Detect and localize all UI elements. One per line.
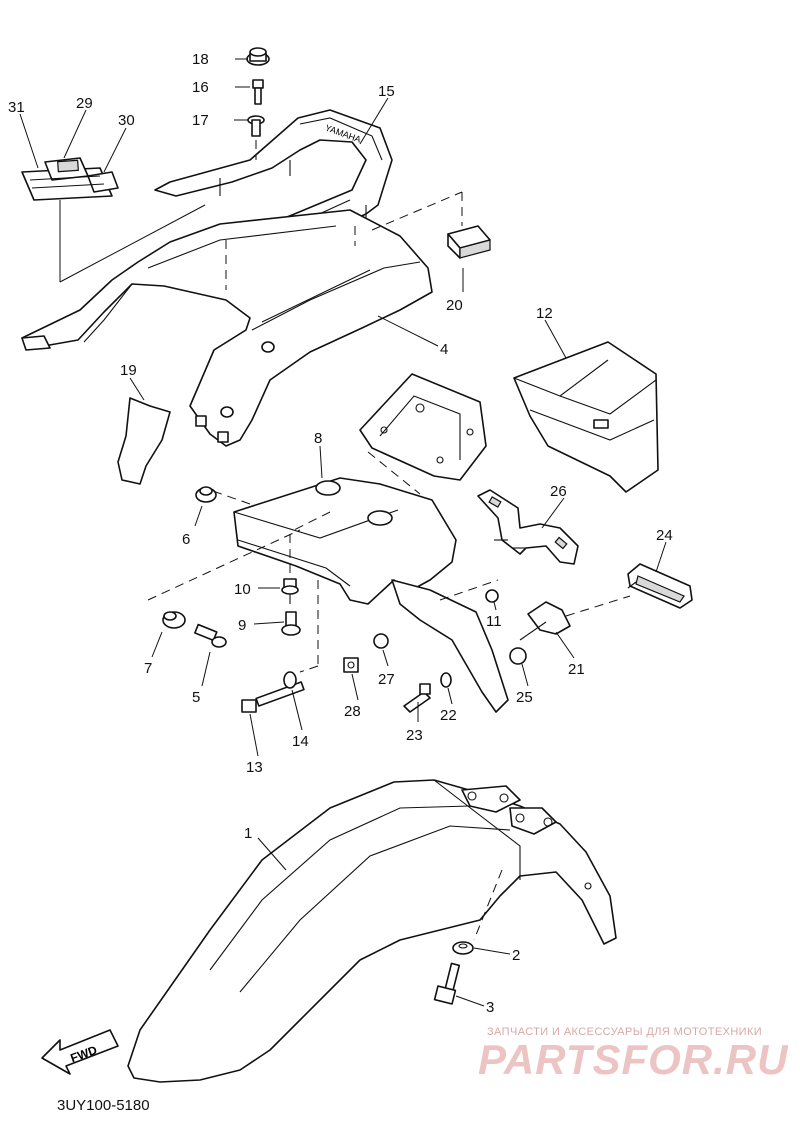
- tool-box: [513, 341, 659, 493]
- fwd-arrow-icon: FWD: [41, 1029, 119, 1075]
- callout-9: 9: [238, 617, 246, 634]
- callout-8: 8: [314, 430, 322, 447]
- callout-17: 17: [192, 112, 209, 129]
- callout-11: 11: [486, 613, 502, 630]
- leader-lines: [19, 58, 667, 1007]
- callout-7: 7: [144, 660, 152, 677]
- callout-29: 29: [76, 95, 93, 112]
- callout-10: 10: [234, 581, 251, 598]
- watermark-logo: PARTSFOR.RU: [478, 1036, 789, 1083]
- fender-hardware: [433, 941, 474, 1005]
- diagram-code: 3UY100-5180: [57, 1097, 150, 1114]
- callout-1: 1: [244, 825, 252, 842]
- callout-30: 30: [118, 112, 135, 129]
- watermark-tagline: ЗАПЧАСТИ И АКСЕССУАРЫ ДЛЯ МОТОТЕХНИКИ: [487, 1026, 763, 1038]
- callout-26: 26: [550, 483, 567, 500]
- rear-stay: [147, 451, 509, 713]
- callout-5: 5: [192, 689, 200, 706]
- decal-set: [21, 157, 206, 283]
- guard: [117, 397, 171, 485]
- callout-28: 28: [344, 703, 361, 720]
- rear-cowl: [21, 191, 463, 447]
- callout-18: 18: [192, 51, 209, 68]
- callout-22: 22: [440, 707, 457, 724]
- callout-23: 23: [406, 727, 423, 744]
- callout-31: 31: [8, 99, 25, 116]
- callout-25: 25: [516, 689, 533, 706]
- callout-20: 20: [446, 297, 463, 314]
- callout-13: 13: [246, 759, 263, 776]
- callout-12: 12: [536, 305, 553, 322]
- callout-21: 21: [568, 661, 585, 678]
- callout-4: 4: [440, 341, 448, 358]
- reflector-and-lamp: [519, 563, 693, 641]
- callout-14: 14: [292, 733, 309, 750]
- callout-labels: 18 16 17 15 31 29 30 20 4 12 19 8 6 7 5 …: [8, 51, 673, 1016]
- callout-6: 6: [182, 531, 190, 548]
- callout-27: 27: [378, 671, 395, 688]
- plate-bracket: [477, 489, 579, 565]
- bolts-top: [246, 47, 270, 160]
- callout-16: 16: [192, 79, 209, 96]
- callout-3: 3: [486, 999, 494, 1016]
- rear-fender: [127, 779, 617, 1083]
- callout-24: 24: [656, 527, 673, 544]
- small-hardware: [162, 486, 527, 713]
- callout-15: 15: [378, 83, 395, 100]
- pad: [447, 225, 491, 259]
- callout-2: 2: [512, 947, 520, 964]
- callout-19: 19: [120, 362, 137, 379]
- relay-bracket: [359, 373, 487, 481]
